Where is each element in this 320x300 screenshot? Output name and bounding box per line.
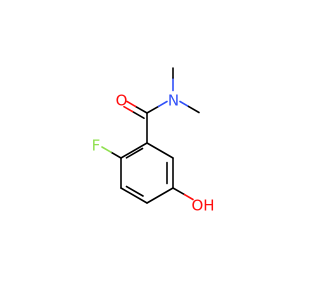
molecule-structure: O N F OH <box>92 67 215 215</box>
atom-label-hydroxyl: OH <box>191 197 214 215</box>
bond-carbonyl-double-a1 <box>134 105 148 114</box>
bond-n-methyl-right-2 <box>187 105 200 114</box>
bond-lines <box>120 112 174 204</box>
hetero-bond-lines <box>101 67 200 201</box>
bond-carbonyl-double-b1 <box>131 110 145 119</box>
bond-c5-oh-2 <box>183 193 194 201</box>
bond-c2-f-1 <box>110 151 122 159</box>
bond-ring-inner-2 <box>125 185 144 197</box>
bond-c2-f-2 <box>101 146 112 153</box>
atom-label-nitrogen: N <box>168 92 179 110</box>
atom-label-fluorine: F <box>92 137 101 155</box>
bond-n-methyl-right-1 <box>179 100 190 108</box>
bond-c5-oh-1 <box>172 187 186 196</box>
bond-carbonyl-n-1 <box>146 105 160 114</box>
bond-ring-inner-1 <box>125 147 144 159</box>
bond-carbonyl-double-a2 <box>126 100 137 108</box>
atom-label-oxygen-carbonyl: O <box>116 92 128 110</box>
bond-ring-c6-c1 <box>146 142 174 159</box>
bond-carbonyl-double-b2 <box>123 105 134 113</box>
bond-ring-c1-c2 <box>120 142 148 159</box>
bond-ring-c4-c5 <box>146 187 174 204</box>
bond-ring-c3-c4 <box>120 187 148 204</box>
bond-carbonyl-n-2 <box>157 100 168 108</box>
